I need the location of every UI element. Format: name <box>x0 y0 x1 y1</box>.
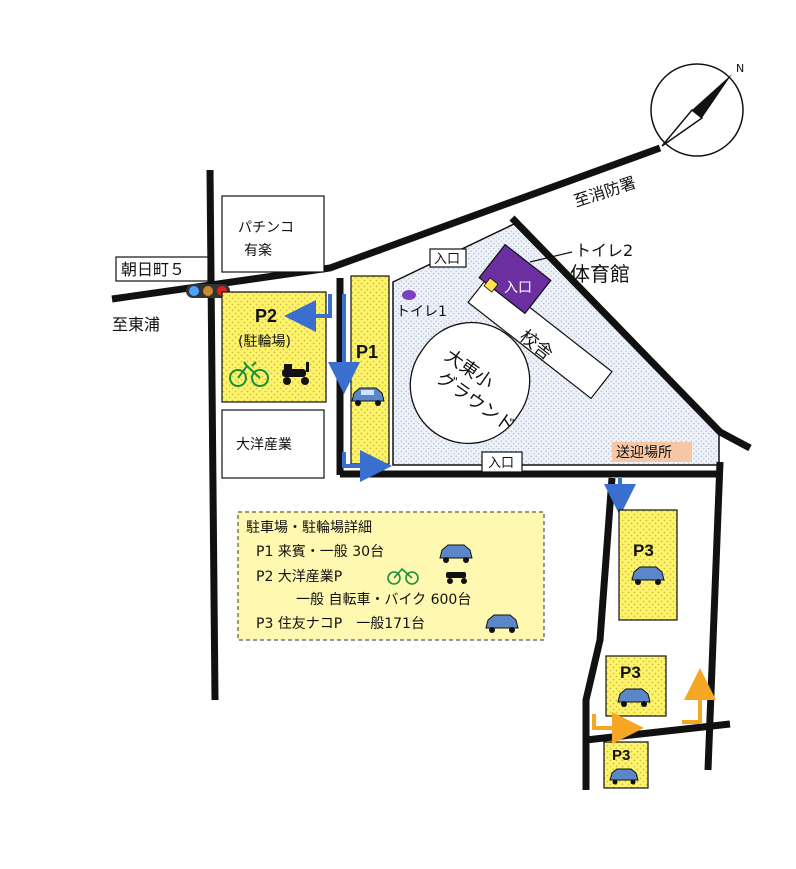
route-arrows-orange <box>592 668 716 744</box>
parking-p3-a: P3 <box>618 509 678 621</box>
arrow-orange-1-icon <box>592 712 644 744</box>
pachinko-name-label: 有楽 <box>244 243 272 259</box>
parking-p3-b: P3 <box>605 655 667 717</box>
car-icon <box>617 688 651 707</box>
legend-line-2: P2 大洋産業P <box>256 569 342 585</box>
gym-entrance-label: 入口 <box>504 280 532 296</box>
entrance-south: 入口 <box>481 451 523 473</box>
parking-p1: P1 <box>350 275 390 465</box>
legend-line-1: P1 来賓・一般 30台 <box>256 543 384 560</box>
building-taiyo: 大洋産業 <box>221 409 325 479</box>
bicycle-icon <box>229 361 269 387</box>
compass-north-label: N <box>736 62 744 75</box>
gym: 入口 体育館 トイレ2 <box>478 241 633 315</box>
toilet2-label: トイレ2 <box>575 241 633 260</box>
toilet2-pointer-icon <box>529 251 573 263</box>
legend-line-4: P3 住友ナコP 一般171台 <box>256 616 425 632</box>
building-pachinko: パチンコ 有楽 <box>221 195 325 273</box>
pachinko-label: パチンコ <box>238 220 294 236</box>
compass: N <box>650 62 744 157</box>
bicycle-icon <box>387 567 419 585</box>
compass-needle-icon <box>692 74 732 118</box>
motorbike-icon <box>446 572 467 584</box>
parking-p3-c: P3 <box>603 741 649 789</box>
toilet-1: トイレ1 <box>396 290 447 320</box>
entrance-north-label: 入口 <box>434 252 460 267</box>
p3b-label: P3 <box>620 663 641 682</box>
signal-blue-light-icon <box>189 286 199 296</box>
signal-yellow-light-icon <box>203 286 213 296</box>
car-icon <box>609 768 639 785</box>
arrow-to-south-entrance-icon <box>342 450 392 482</box>
entrance-north: 入口 <box>429 248 467 268</box>
p3c-label: P3 <box>612 747 630 764</box>
road-label-higashiura: 至東浦 <box>112 315 160 334</box>
p3a-label: P3 <box>633 541 654 560</box>
parking-p2: P2 (駐輪場) <box>221 291 327 403</box>
entrance-south-label: 入口 <box>488 456 514 471</box>
toilet1-label: トイレ1 <box>396 304 447 320</box>
arrow-to-p2-icon <box>284 294 332 332</box>
motorbike-icon <box>282 362 309 385</box>
car-icon <box>439 544 473 563</box>
p1-label: P1 <box>356 342 378 362</box>
car-icon <box>485 614 519 633</box>
pickup-label: 送迎場所 <box>616 445 672 461</box>
p2-label: P2 <box>255 306 277 326</box>
sports-ground: 大東小 グラウンド <box>409 321 531 445</box>
traffic-signal: 朝日町５ <box>115 256 230 298</box>
car-icon <box>631 566 665 585</box>
taiyo-label: 大洋産業 <box>236 437 292 453</box>
legend-line-3: 一般 自転車・バイク 600台 <box>296 591 471 608</box>
gym-label: 体育館 <box>570 262 630 286</box>
signal-label: 朝日町５ <box>121 260 185 279</box>
legend-title: 駐車場・駐輪場詳細 <box>246 519 372 536</box>
p2-sub-label: (駐輪場) <box>238 333 291 350</box>
legend-box: 駐車場・駐輪場詳細 P1 来賓・一般 30台 P2 大洋産業P 一般 自転車・バ… <box>237 511 545 641</box>
route-arrows-blue <box>284 294 636 516</box>
road-network <box>111 144 752 790</box>
pickup-place: 送迎場所 <box>612 442 692 462</box>
arrow-orange-2-icon <box>682 668 716 724</box>
